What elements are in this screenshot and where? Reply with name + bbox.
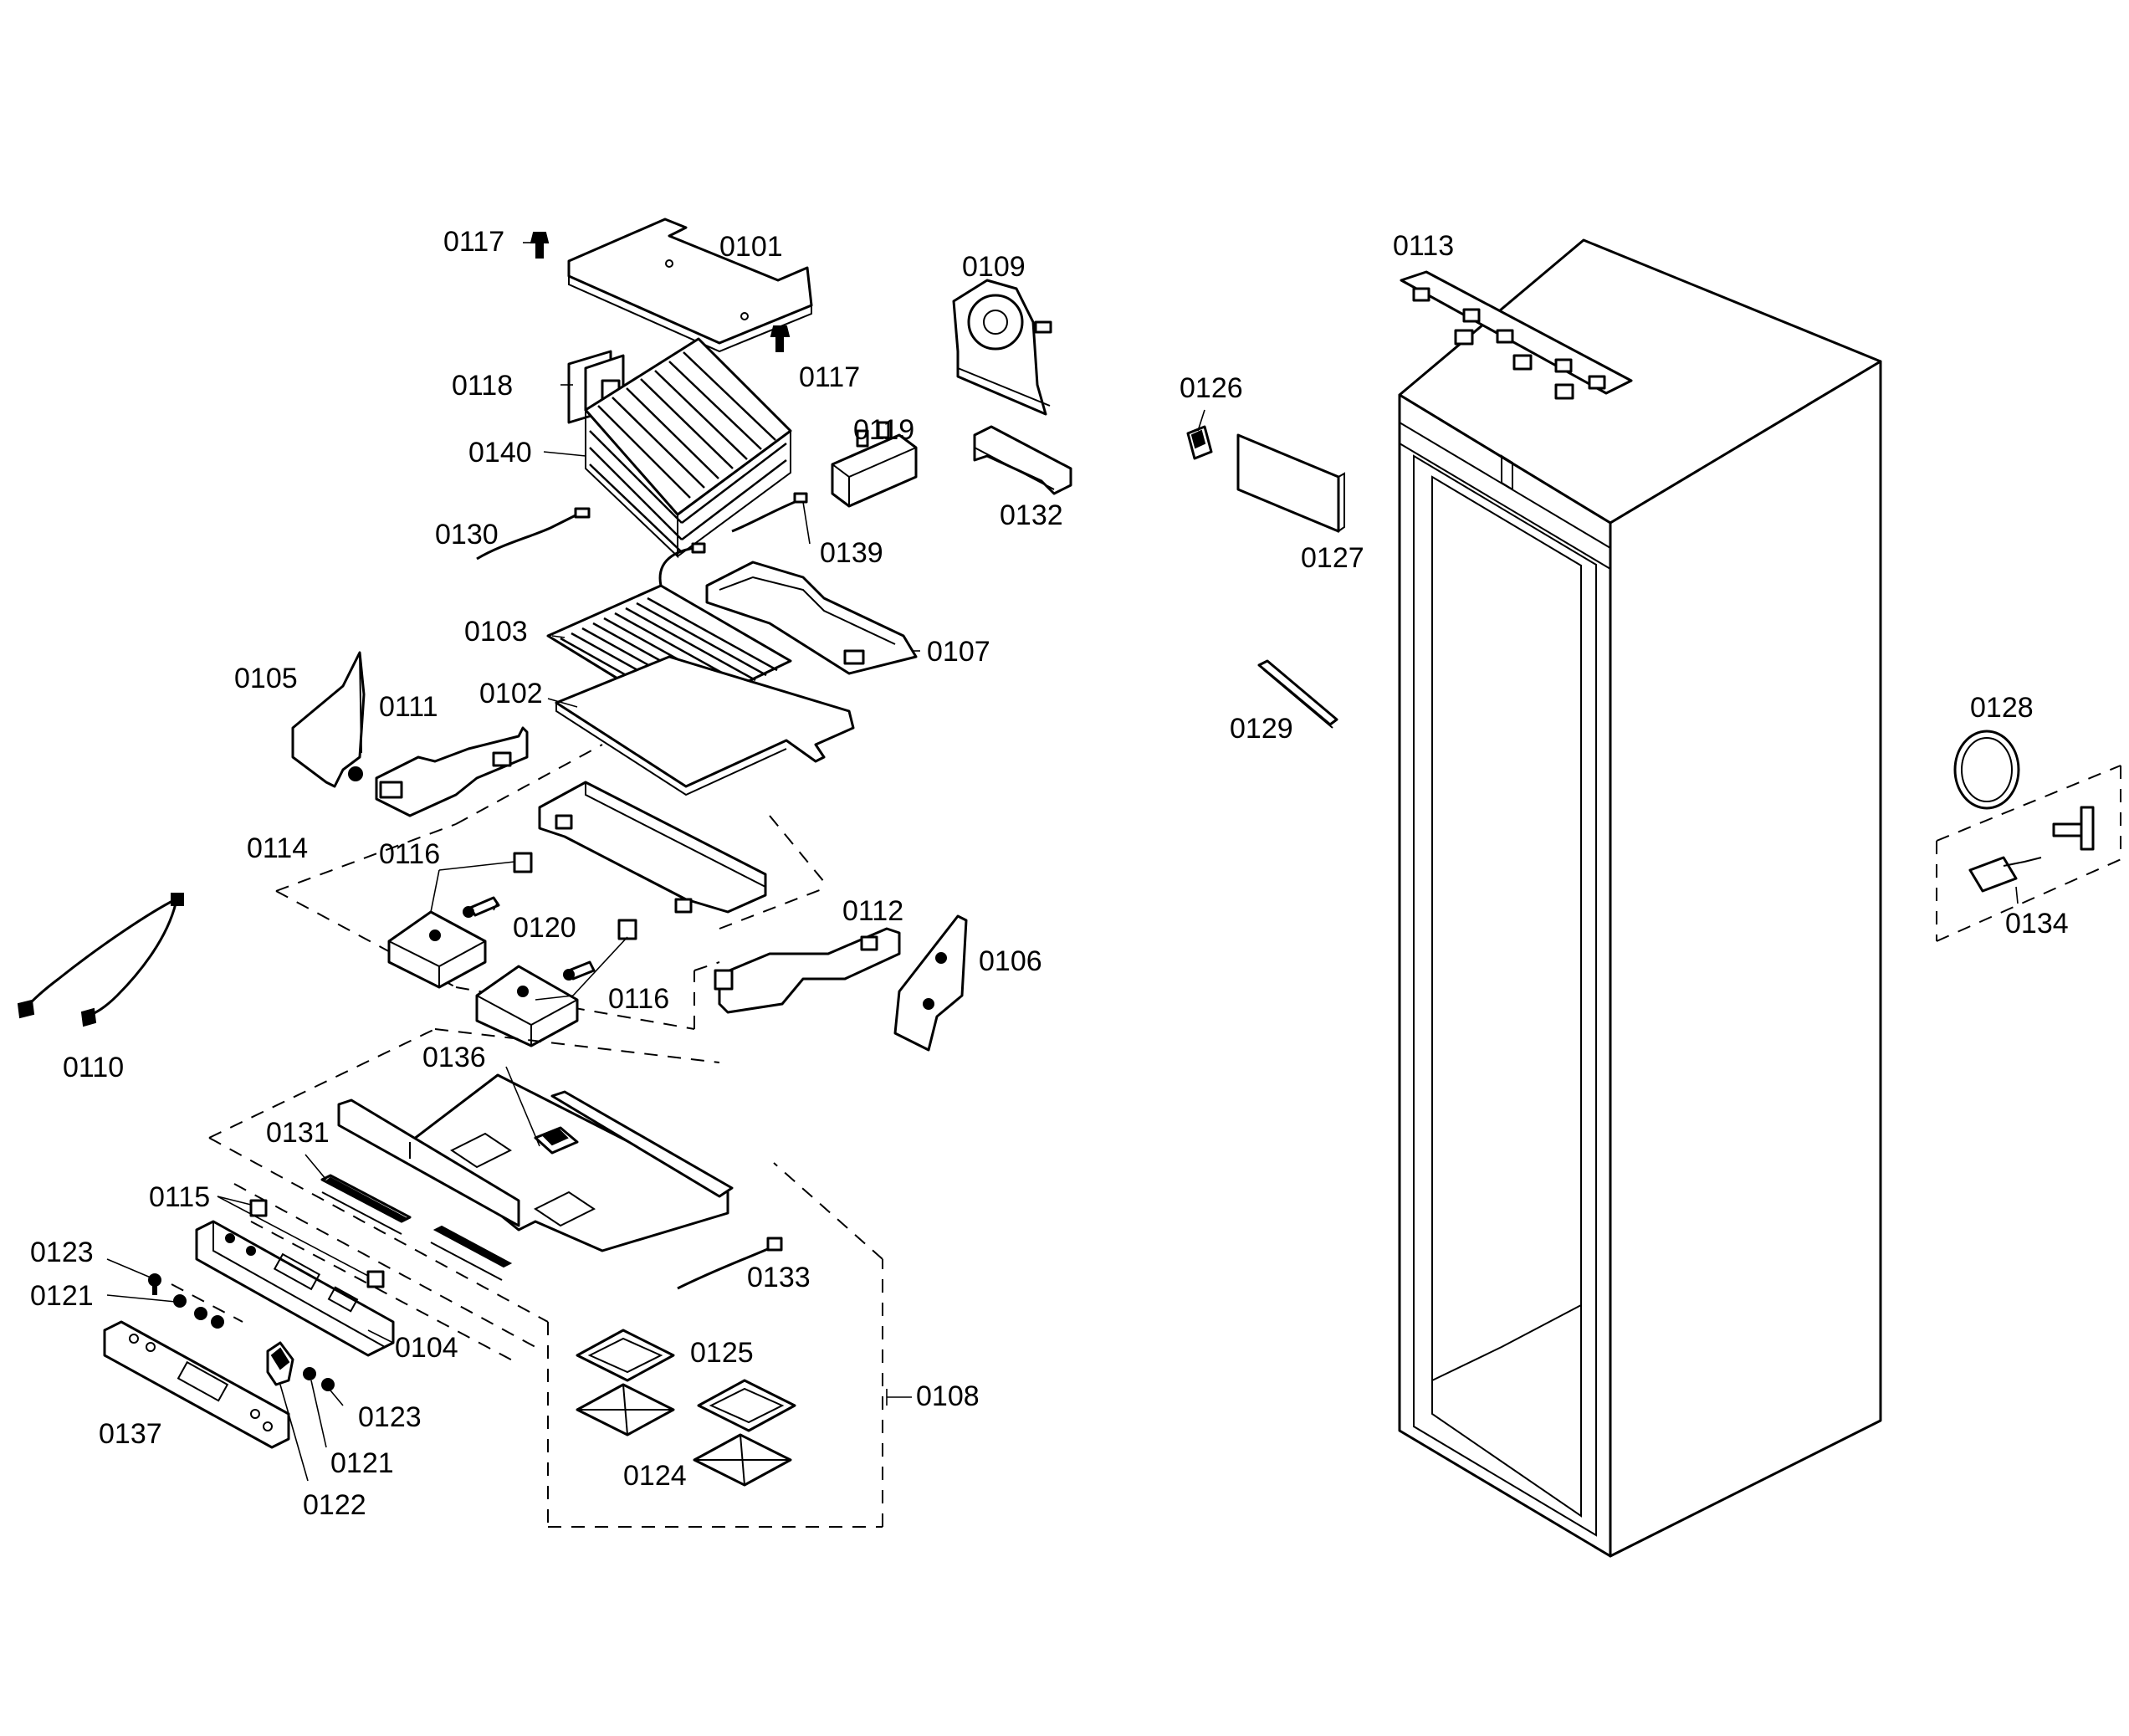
label-0130: 0130 — [435, 519, 499, 551]
label-0115: 0115 — [149, 1181, 210, 1213]
part-0131-strip-a — [320, 1174, 412, 1235]
label-0111: 0111 — [379, 691, 438, 723]
part-0123-screw-right — [321, 1378, 335, 1391]
part-labels: 0117 0101 0109 0118 0117 0119 0140 0132 … — [30, 226, 2069, 1521]
label-0120: 0120 — [513, 912, 576, 944]
part-0136-control-base — [337, 1073, 734, 1252]
label-0117-top: 0117 — [443, 226, 504, 258]
part-0130-sensor-cable — [476, 507, 591, 561]
part-0127-panel — [1236, 433, 1345, 533]
part-0125-filter-a — [576, 1329, 675, 1382]
label-0116-b: 0116 — [608, 983, 669, 1015]
part-lamp-cover-a — [387, 910, 487, 989]
part-0101-cover — [567, 218, 813, 353]
part-0132-handle — [973, 425, 1072, 495]
part-0106-side-bracket — [893, 914, 968, 1052]
part-0102-tray — [555, 655, 855, 796]
part-0114-lamp-bar — [538, 781, 767, 914]
label-0125: 0125 — [690, 1337, 754, 1369]
part-0121-screw-left-group — [171, 1283, 243, 1329]
label-0112: 0112 — [842, 895, 903, 927]
label-0121-left: 0121 — [30, 1280, 94, 1312]
part-0134-lamp-assembly — [1936, 765, 2126, 942]
label-0134: 0134 — [2005, 908, 2069, 940]
label-0106: 0106 — [979, 945, 1042, 977]
label-0114: 0114 — [247, 832, 308, 864]
label-0113: 0113 — [1393, 230, 1454, 262]
part-0123-screw-left — [148, 1273, 161, 1295]
label-0116-a: 0116 — [379, 838, 440, 870]
label-0132: 0132 — [1000, 499, 1063, 531]
part-0115-connector-a — [249, 1199, 268, 1217]
part-0109-fan — [952, 279, 1052, 416]
part-0120-bulb-a — [463, 896, 500, 918]
part-0120-bulb-b — [563, 960, 596, 981]
part-0116-block-a — [513, 852, 533, 873]
part-0125-filter-b — [697, 1379, 796, 1432]
label-0102: 0102 — [479, 678, 543, 709]
part-0140-evaporator-coil — [584, 337, 792, 559]
label-0139: 0139 — [820, 537, 883, 569]
part-0113-top-bracket — [1400, 270, 1633, 400]
part-0131-strip-b — [430, 1225, 513, 1281]
part-0117-screw-top — [530, 232, 550, 259]
label-0136: 0136 — [422, 1042, 486, 1073]
label-0110: 0110 — [63, 1052, 124, 1083]
label-0127: 0127 — [1301, 542, 1364, 574]
part-0129-strip — [1257, 659, 1338, 729]
part-0111-bracket — [375, 726, 529, 817]
part-0124-filter-a — [576, 1383, 675, 1436]
part-0104-control-panel — [195, 1220, 395, 1357]
label-0101: 0101 — [719, 231, 783, 263]
label-0109: 0109 — [962, 251, 1026, 283]
part-0110-cable — [17, 893, 184, 1027]
part-lamp-cover-b — [475, 965, 579, 1047]
part-0108-assembly-outline — [208, 1028, 912, 1528]
label-0123-left: 0123 — [30, 1237, 94, 1268]
label-0103: 0103 — [464, 616, 528, 648]
part-0126-switch — [1186, 425, 1213, 460]
part-0124-filter-b — [693, 1433, 792, 1487]
label-0105: 0105 — [234, 663, 298, 694]
label-0129: 0129 — [1230, 713, 1293, 745]
part-0116-block-b — [617, 919, 637, 940]
part-0117-screw-mid — [770, 325, 791, 352]
part-0137-fascia — [103, 1320, 290, 1449]
label-0128: 0128 — [1970, 692, 2034, 724]
part-0107-duct — [705, 561, 918, 675]
label-0133: 0133 — [747, 1262, 811, 1293]
refrigerator-cabinet — [1398, 238, 1882, 1558]
label-0117-mid: 0117 — [799, 361, 860, 393]
label-0107: 0107 — [927, 636, 990, 668]
label-0140: 0140 — [468, 437, 532, 469]
label-0137: 0137 — [99, 1418, 162, 1450]
label-0121-right: 0121 — [330, 1447, 394, 1479]
part-0105-side-bracket — [291, 651, 366, 788]
part-0139-sensor — [731, 492, 808, 533]
part-0133-sensor-cable — [677, 1237, 783, 1290]
part-0119-component — [831, 421, 918, 508]
label-0131: 0131 — [266, 1117, 330, 1149]
label-0123-right: 0123 — [358, 1401, 422, 1433]
label-0118: 0118 — [452, 370, 513, 402]
label-0108: 0108 — [916, 1380, 980, 1412]
label-0104: 0104 — [395, 1332, 458, 1364]
part-0112-bracket — [714, 927, 901, 1014]
part-0115-connector-b — [366, 1270, 385, 1288]
label-0126: 0126 — [1180, 372, 1243, 404]
part-0122-switch — [266, 1341, 294, 1386]
label-0124: 0124 — [623, 1460, 687, 1492]
label-0119: 0119 — [853, 414, 914, 446]
part-0121-screw-right — [303, 1367, 316, 1380]
label-0122: 0122 — [303, 1489, 366, 1521]
part-0128-ring — [1953, 730, 2020, 810]
leader-lines — [106, 242, 2019, 1482]
